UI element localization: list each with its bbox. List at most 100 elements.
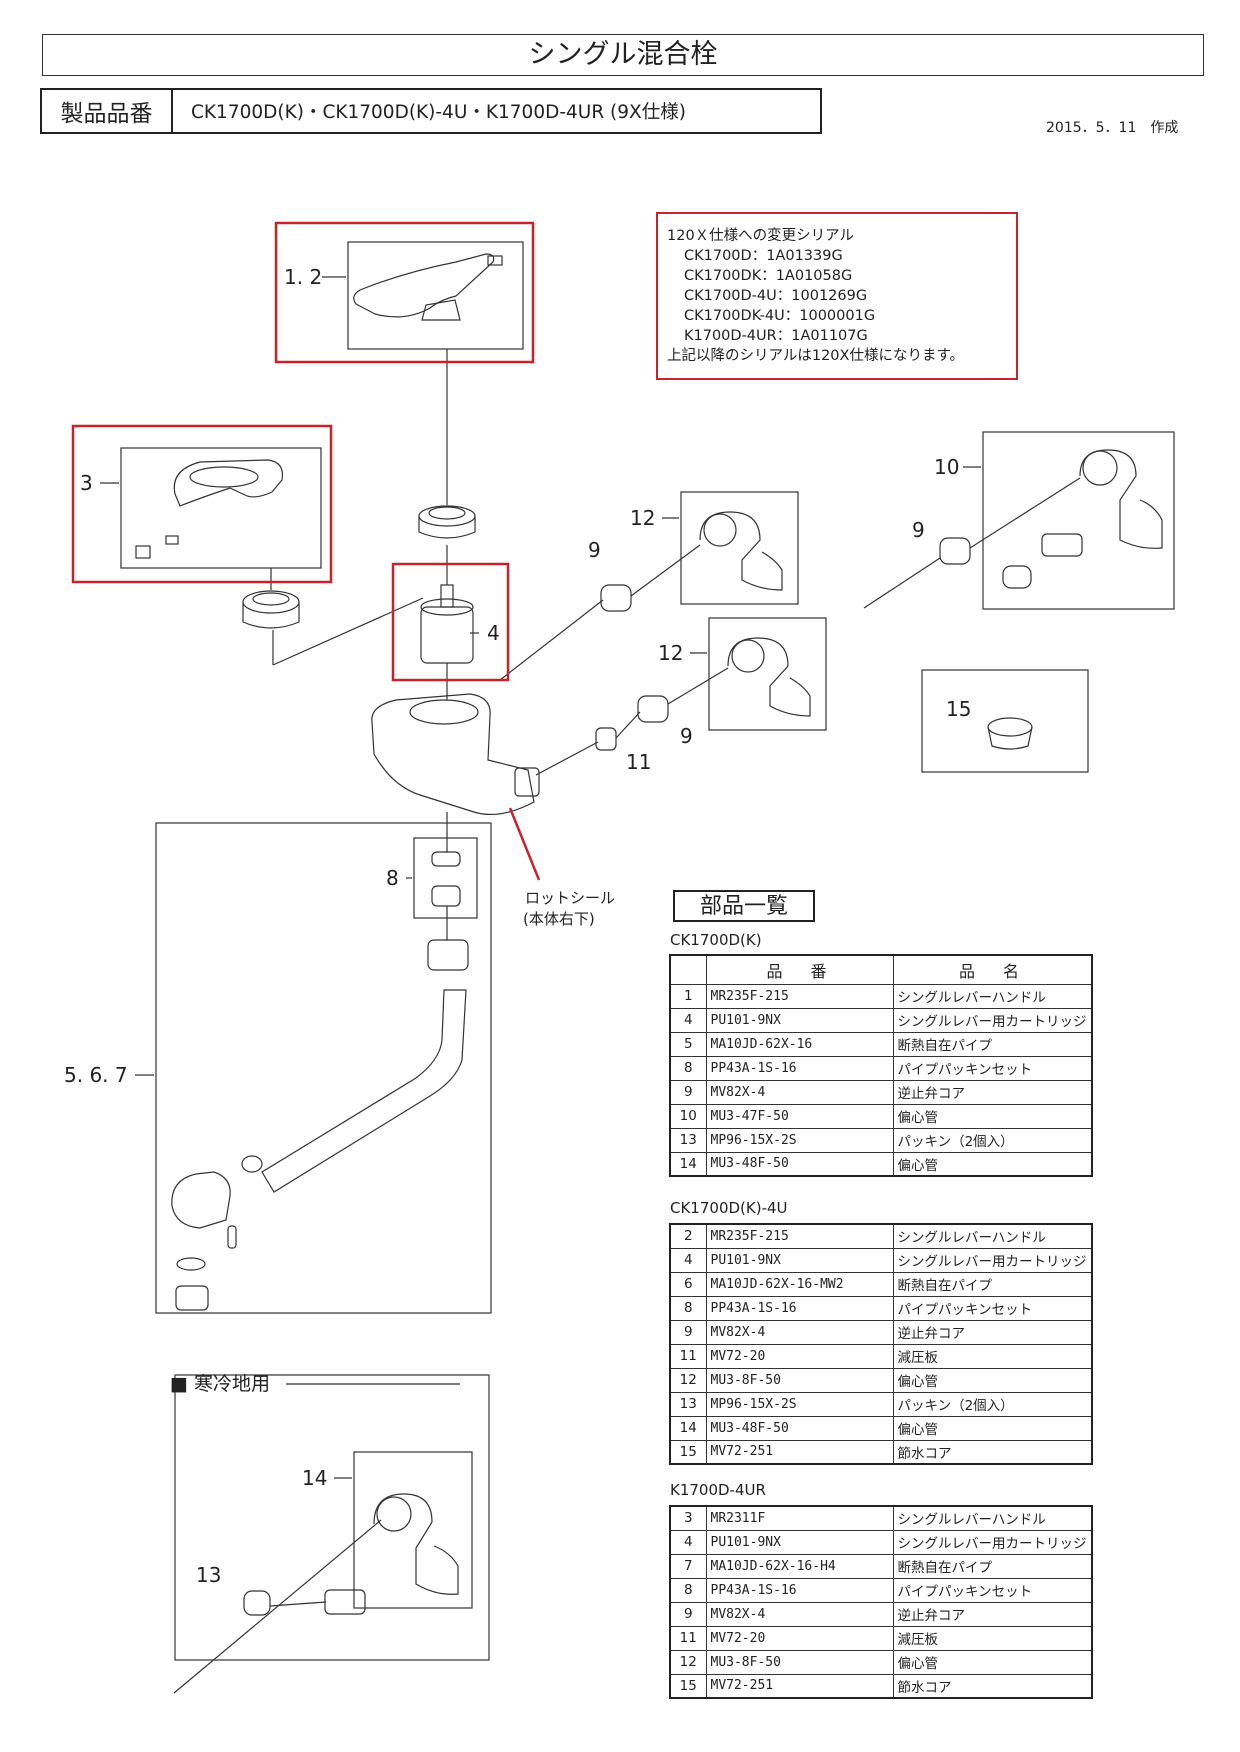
pipe-packing-box	[413, 837, 478, 919]
header-name: 品 名	[892, 954, 1092, 985]
model-name-ck1700dk: CK1700D(K)	[670, 931, 762, 949]
callout-cold-eccentric: 14	[302, 1466, 327, 1490]
handle-highlight-frame	[274, 221, 535, 364]
swivel-pipe-shape	[261, 989, 467, 1193]
check-valve-core-b-shape	[939, 537, 971, 565]
handle-detail-box	[347, 241, 524, 350]
cold-region-inner-box	[353, 1451, 473, 1609]
cap-nut-hole-shape	[428, 506, 466, 520]
eccentric-pipe-10-valve-shape	[1041, 533, 1083, 557]
creation-date: 2015．5．11 作成	[1046, 120, 1179, 136]
cold-eccentric-pipe-port-shape	[376, 1496, 412, 1532]
callout-handle: 1. 2	[284, 265, 322, 289]
swivel-lower-ring-shape	[176, 1257, 206, 1271]
cartridge-stem-shape	[440, 584, 454, 608]
serial-note-footer: 上記以降のシリアルは120X仕様になります。	[667, 348, 965, 364]
cold-eccentric-pipe-shape	[373, 1493, 459, 1595]
cold-packing-13-shape	[243, 1590, 271, 1616]
rod-seal-label: ロットシール	[525, 889, 615, 907]
check-valve-core-a-shape	[600, 584, 632, 612]
product-number-label: 製品品番	[42, 90, 173, 132]
lever-nut-top-shape	[242, 590, 300, 614]
product-number-box: 製品品番 CK1700D(K)・CK1700D(K)-4U・K1700D-4UR…	[40, 88, 822, 134]
swivel-elbow-shape	[171, 1171, 231, 1229]
callout-swivel-pipe: 5. 6. 7	[64, 1063, 128, 1087]
eccentric-pipe-12b-box	[708, 617, 827, 731]
lever-highlight-frame	[71, 424, 333, 584]
eccentric-pipe-12b-shape	[727, 637, 811, 717]
check-valve-core-c-shape	[637, 695, 669, 723]
pressure-plate-11-shape	[595, 727, 617, 751]
callout-eccentric-b: 12	[658, 641, 683, 665]
callout-water-saving-core: 15	[946, 697, 971, 721]
callout-lever: 3	[80, 471, 93, 495]
cap-nut-top-shape	[418, 505, 476, 527]
eccentric-pipe-12b-port-shape	[731, 639, 765, 673]
handle-shape	[353, 253, 495, 318]
swivel-pin-shape	[227, 1225, 237, 1249]
cold-valve-shape	[324, 1589, 366, 1615]
cartridge-top-shape	[420, 598, 474, 616]
eccentric-pipe-12a-box	[680, 491, 799, 605]
swivel-nut-shape	[427, 939, 469, 971]
pipe-packing-upper-shape	[431, 851, 461, 867]
callout-eccentric-a: 12	[630, 506, 655, 530]
serial-note-line: CK1700D：1A01339G	[684, 248, 843, 264]
swivel-pipe-box	[155, 822, 492, 1314]
water-saving-core-top-shape	[987, 717, 1033, 737]
lever-nut-body-shape	[242, 602, 300, 629]
lever-nut-hole-shape	[252, 592, 290, 606]
faucet-body-shape	[371, 693, 535, 816]
callout-check-valve-c: 9	[680, 724, 693, 748]
callout-cold-packing: 13	[196, 1563, 221, 1587]
serial-note-line: CK1700DK-4U：1000001G	[684, 308, 876, 324]
faucet-body-outlet-shape	[514, 767, 540, 797]
handle-base-shape	[421, 299, 461, 321]
callout-check-valve-a: 9	[588, 538, 601, 562]
serial-note-line: K1700D-4UR：1A01107G	[684, 328, 868, 344]
eccentric-pipe-10-port-shape	[1082, 450, 1118, 486]
swivel-o-ring-shape	[241, 1155, 263, 1173]
lever-detail-box	[120, 447, 322, 569]
model-name-k1700d-4ur: K1700D-4UR	[670, 1481, 766, 1499]
eccentric-pipe-10-shape	[1079, 449, 1163, 549]
header-code: 品 番	[705, 954, 894, 985]
cartridge-highlight-frame	[391, 562, 510, 682]
pipe-packing-lower-shape	[431, 885, 461, 907]
cold-region-box	[174, 1374, 490, 1661]
parts-list-title: 部品一覧	[673, 890, 815, 922]
serial-change-note: 120Ｘ仕様への変更シリアル CK1700D：1A01339G CK1700DK…	[656, 212, 1018, 380]
cold-region-label: ■ 寒冷地用	[170, 1373, 270, 1395]
serial-note-line: CK1700D-4U：1001269G	[684, 288, 868, 304]
eccentric-pipe-10-nut-shape	[1002, 565, 1032, 589]
lever-screw-shape	[165, 535, 179, 545]
faucet-body-opening-shape	[409, 699, 479, 725]
